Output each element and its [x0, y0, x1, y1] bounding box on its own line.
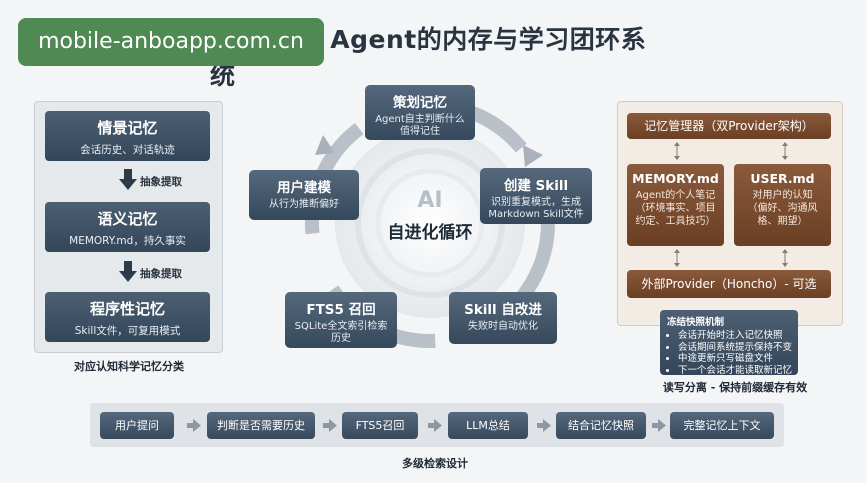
node-subtitle: 从行为推断偏好 [269, 199, 339, 210]
procedural-memory-subtitle: Skill文件，可复用模式 [74, 325, 181, 337]
cycle-node-curate-memory: 策划记忆 Agent自主判断什么值得记住 [365, 85, 475, 140]
down-arrow-icon [119, 169, 137, 190]
pipeline-step: 结合记忆快照 [556, 412, 646, 439]
node-title: FTS5 召回 [306, 302, 376, 318]
user-md-box: USER.md 对用户的认知 （偏好、沟通风 格、期望） [734, 164, 831, 246]
down-arrow-icon [119, 261, 137, 282]
cycle-node-skill-improve: Skill 自改进 失败时自动优化 [449, 292, 557, 344]
double-arrow-icon [674, 142, 680, 160]
double-arrow-icon [782, 249, 788, 267]
user-md-desc: 对用户的认知 （偏好、沟通风 格、期望） [747, 190, 818, 227]
pipeline-step: LLM总结 [448, 412, 528, 439]
right-arrow-icon [187, 419, 201, 432]
abstraction-label: 抽象提取 [140, 176, 182, 188]
cycle-node-user-modeling: 用户建模 从行为推断偏好 [249, 170, 359, 220]
ai-mark: AI [417, 188, 443, 213]
freeze-snapshot-box: 冻结快照机制 会话开始时注入记忆快照 会话期间系统提示保持不变 中途更新只写磁盘… [660, 310, 798, 376]
node-subtitle: 失败时自动优化 [468, 321, 538, 332]
read-write-caption: 读写分离 - 保持前缀缓存有效 [662, 381, 808, 394]
abstraction-label: 抽象提取 [140, 268, 182, 280]
semantic-memory-title: 语义记忆 [97, 210, 158, 228]
pipeline-step: 判断是否需要历史 [207, 412, 315, 439]
cycle-node-fts5-recall: FTS5 召回 SQLite全文索引检索历史 [285, 292, 397, 348]
freeze-snapshot-list: 会话开始时注入记忆快照 会话期间系统提示保持不变 中途更新只写磁盘文件 下一个会… [660, 330, 798, 376]
node-title: 策划记忆 [393, 95, 447, 111]
pipeline-step: 完整记忆上下文 [670, 412, 774, 439]
node-title: 用户建模 [277, 180, 331, 196]
semantic-memory-box: 语义记忆 MEMORY.md，持久事实 [45, 202, 210, 252]
double-arrow-icon [674, 249, 680, 267]
node-title: 创建 Skill [503, 178, 569, 194]
node-subtitle: Agent自主判断什么值得记住 [375, 114, 465, 137]
memory-types-caption: 对应认知科学记忆分类 [74, 360, 184, 373]
memory-types-panel: 情景记忆 会话历史、对话轨迹 抽象提取 语义记忆 MEMORY.md，持久事实 … [34, 101, 223, 353]
list-item: 下一个会话才能读取新记忆 [678, 365, 798, 377]
right-arrow-icon [537, 419, 551, 432]
memory-manager-box: 记忆管理器（双Provider架构） [627, 113, 831, 139]
pipeline-caption: 多级检索设计 [402, 457, 468, 470]
memory-md-desc: Agent的个人笔记 （环境事实、项目 约定、工具技巧） [635, 190, 716, 227]
right-arrow-icon [652, 419, 666, 432]
procedural-memory-box: 程序性记忆 Skill文件，可复用模式 [45, 292, 210, 342]
pipeline-step: 用户提问 [100, 412, 174, 439]
node-subtitle: SQLite全文索引检索历史 [294, 321, 388, 344]
self-evolution-label: 自进化循环 [387, 223, 473, 243]
external-provider-box: 外部Provider（Honcho）- 可选 [627, 270, 831, 298]
pipeline-step: FTS5召回 [342, 412, 418, 439]
list-item: 会话期间系统提示保持不变 [678, 342, 798, 354]
list-item: 会话开始时注入记忆快照 [678, 330, 798, 342]
episodic-memory-box: 情景记忆 会话历史、对话轨迹 [45, 111, 210, 161]
external-provider-title: 外部Provider（Honcho）- 可选 [641, 277, 817, 291]
episodic-memory-title: 情景记忆 [97, 119, 158, 137]
double-arrow-icon [782, 142, 788, 160]
freeze-snapshot-title: 冻结快照机制 [667, 317, 725, 328]
memory-md-box: MEMORY.md Agent的个人笔记 （环境事实、项目 约定、工具技巧） [627, 164, 724, 246]
memory-manager-title: 记忆管理器（双Provider架构） [644, 119, 814, 133]
list-item: 中途更新只写磁盘文件 [678, 353, 798, 365]
memory-md-title: MEMORY.md [632, 171, 719, 186]
procedural-memory-title: 程序性记忆 [89, 300, 165, 318]
node-title: Skill 自改进 [464, 302, 542, 318]
episodic-memory-subtitle: 会话历史、对话轨迹 [80, 144, 175, 156]
user-md-title: USER.md [750, 171, 815, 186]
watermark-badge: mobile-anboapp.com.cn [18, 18, 324, 66]
semantic-memory-subtitle: MEMORY.md，持久事实 [69, 235, 186, 247]
right-arrow-icon [428, 419, 442, 432]
right-arrow-icon [323, 419, 337, 432]
